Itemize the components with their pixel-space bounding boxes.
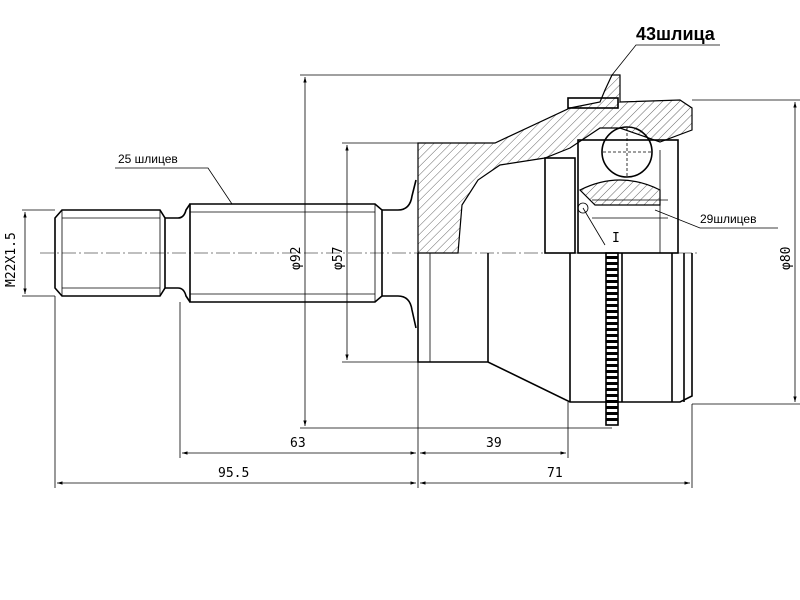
abs-tooth [606, 400, 618, 403]
d57-dim: φ57 [331, 247, 346, 270]
splined-shaft [189, 179, 417, 329]
section-mark: I [612, 231, 620, 246]
housing-section [417, 74, 693, 254]
abs-tooth [606, 274, 618, 277]
abs-tooth [606, 406, 618, 409]
len95-dim: 95.5 [218, 466, 249, 481]
abs-tooth [606, 280, 618, 283]
abs-tooth [606, 346, 618, 349]
abs-tooth [606, 370, 618, 373]
abs-tooth [606, 322, 618, 325]
len63-dim: 63 [290, 436, 306, 451]
dimensions: M22X1.5 φ92 φ57 φ80 63 39 95.5 71 [4, 74, 800, 488]
left-splines-label: 25 шлицев [118, 152, 178, 166]
abs-tooth [606, 298, 618, 301]
abs-tooth [606, 412, 618, 415]
abs-tooth [606, 304, 618, 307]
abs-tooth [606, 268, 618, 271]
abs-tooth [606, 382, 618, 385]
abs-tooth [606, 256, 618, 259]
abs-tooth [606, 334, 618, 337]
shaft-neck [165, 203, 191, 303]
threaded-stub [54, 209, 166, 297]
abs-tooth [606, 418, 618, 421]
top-splines-label: 43шлица [636, 24, 716, 44]
thread-dim: M22X1.5 [4, 232, 19, 287]
abs-tooth [606, 262, 618, 265]
abs-tooth [606, 328, 618, 331]
d92-dim: φ92 [289, 247, 304, 270]
abs-tooth [606, 286, 618, 289]
abs-tooth [606, 376, 618, 379]
len71-dim: 71 [547, 466, 563, 481]
right-splines-label: 29шлицев [700, 212, 756, 226]
abs-tooth [606, 316, 618, 319]
spline-labels: 43шлица 25 шлицев 29шлицев [115, 24, 778, 229]
abs-tooth [606, 340, 618, 343]
abs-tooth [606, 292, 618, 295]
inner-parts: I [544, 126, 679, 254]
housing-outline [417, 253, 693, 403]
abs-ring [605, 252, 619, 426]
abs-tooth [606, 358, 618, 361]
abs-tooth [606, 352, 618, 355]
abs-tooth [606, 310, 618, 313]
abs-tooth [606, 388, 618, 391]
abs-tooth [606, 364, 618, 367]
abs-tooth [606, 394, 618, 397]
d80-dim: φ80 [779, 247, 794, 270]
len39-dim: 39 [486, 436, 502, 451]
